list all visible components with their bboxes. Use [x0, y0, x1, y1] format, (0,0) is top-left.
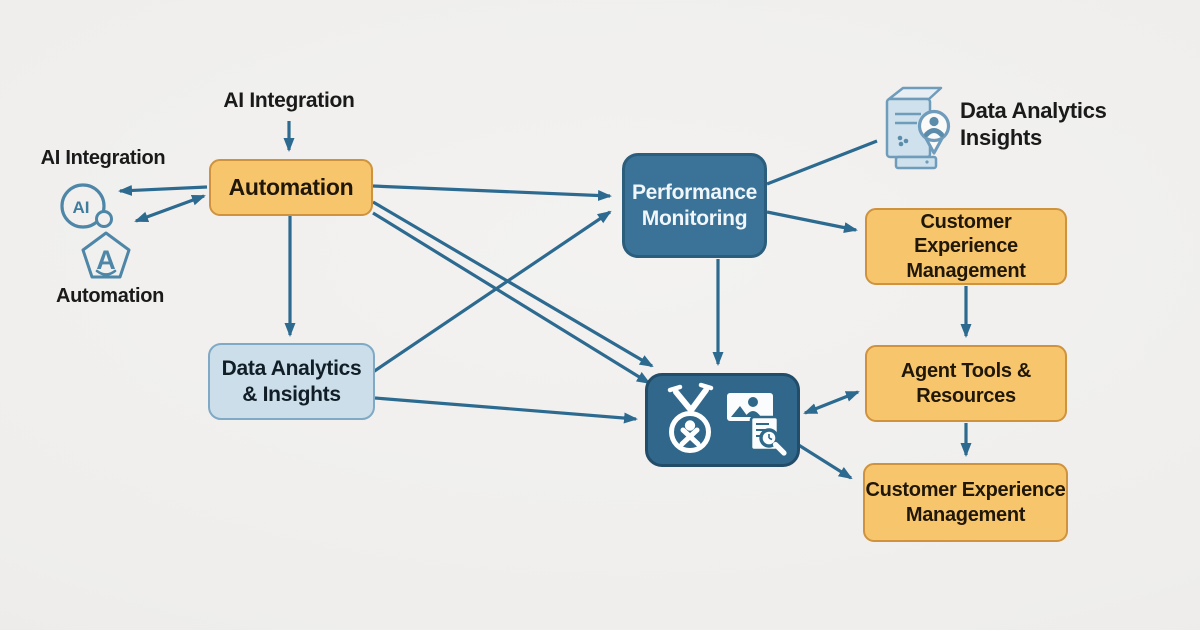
edge-automation-to-performance: [372, 184, 612, 201]
edge-performance-to-insights-icon: [766, 139, 878, 186]
node-automation: Automation: [209, 159, 373, 216]
data-analytics-insights-caption: Data Analytics Insights: [960, 98, 1107, 151]
edge-automation-to-iconbox-2: [372, 211, 651, 385]
edge-automation-agent-bidirectional: [134, 194, 206, 223]
ai-integration-left-label: AI Integration: [40, 147, 166, 169]
edge-automation-to-iconbox-1: [372, 200, 654, 368]
ai-chip-icon: AI: [60, 183, 113, 229]
node-agent-tools-resources: Agent Tools & Resources: [865, 345, 1067, 422]
node-customer-experience-management-top: Customer Experience Management: [865, 208, 1067, 285]
edge-automation-to-ai-chip: [118, 184, 208, 196]
svg-text:AI: AI: [73, 198, 90, 217]
node-data-analytics-insights: Data Analytics & Insights: [208, 343, 375, 420]
ai-integration-top-label: AI Integration: [223, 89, 355, 112]
automation-agent-icon: A: [81, 231, 131, 279]
analytics-document-pin-icon: [885, 86, 951, 170]
node-customer-experience-management-bottom: Customer Experience Management: [863, 463, 1068, 542]
edge-iconbox-agent-bidirectional: [803, 390, 860, 415]
automation-left-label: Automation: [55, 285, 165, 307]
node-customer-review-icon-box: [645, 373, 800, 467]
edge-data-analytics-to-iconbox: [374, 396, 638, 424]
node-performance-monitoring: Performance Monitoring: [622, 153, 767, 258]
edge-data-analytics-to-performance: [372, 210, 612, 374]
svg-text:A: A: [96, 245, 116, 275]
edge-iconbox-to-cem-bottom: [796, 442, 853, 480]
edge-performance-to-cem-top: [766, 210, 858, 234]
